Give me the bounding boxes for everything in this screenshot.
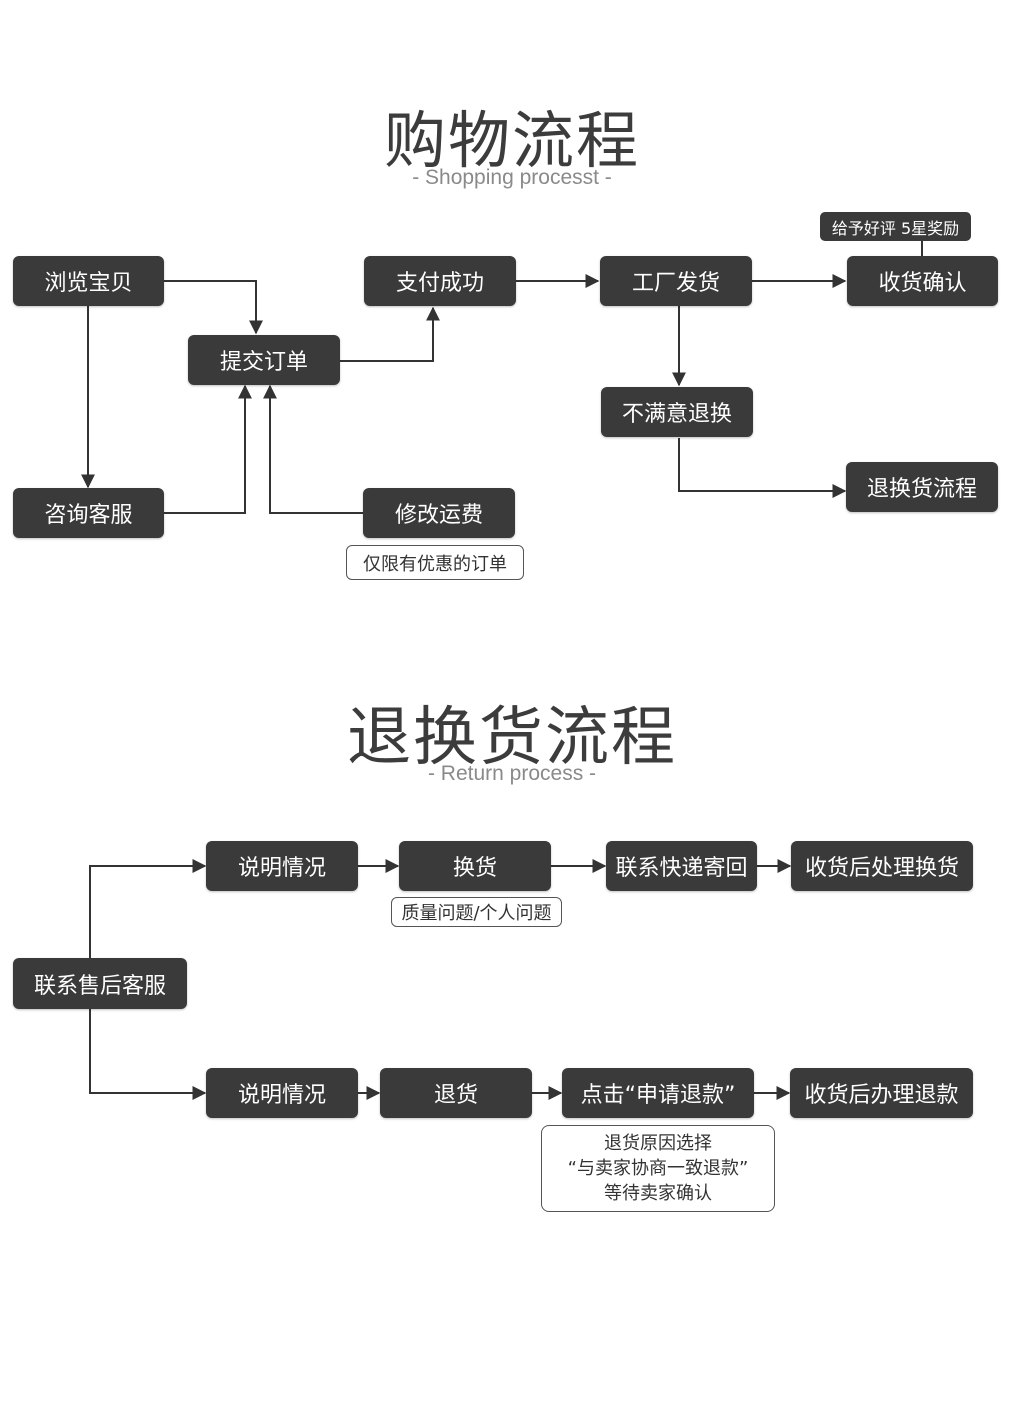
returns-subtitle: - Return process - (427, 762, 597, 785)
note-refund-line: 等待卖家确认 (604, 1183, 712, 1204)
returns-title: 退换货流程 (347, 701, 677, 775)
node-after-receive-exchange: 收货后处理换货 (791, 841, 973, 891)
note-discount-only: 仅限有优惠的订单 (346, 545, 524, 580)
arrow-contact-to-refund-explain (89, 1009, 207, 1100)
arrow-modify-to-submit (263, 384, 363, 514)
shopping-title: 购物流程 (383, 104, 640, 177)
node-consult: 咨询客服 (13, 488, 164, 538)
arrow-consult-to-submit (164, 384, 252, 514)
note-refund-instructions: 退货原因选择 “与卖家协商一致退款” 等待卖家确认 (541, 1125, 775, 1212)
node-submit-order: 提交订单 (188, 335, 340, 385)
node-contact-express: 联系快递寄回 (606, 841, 757, 891)
node-return-flow: 退换货流程 (846, 462, 998, 512)
node-exchange: 换货 (399, 841, 551, 891)
arrow-contact-to-exchange-explain (89, 859, 207, 958)
arrow-submit-to-paid (340, 306, 440, 362)
arrow-browse-to-submit (164, 280, 263, 335)
node-refund: 退货 (380, 1068, 532, 1118)
note-exchange-reason: 质量问题/个人问题 (391, 897, 562, 927)
node-receive-confirm: 收货确认 (847, 256, 998, 306)
note-refund-line: “与卖家协商一致退款” (567, 1158, 749, 1179)
node-factory-ship: 工厂发货 (600, 256, 752, 306)
node-after-receive-refund: 收货后办理退款 (790, 1068, 973, 1118)
node-apply-refund: 点击“申请退款” (562, 1068, 754, 1118)
note-review-reward: 给予好评 5星奖励 (820, 212, 971, 241)
node-contact-service: 联系售后客服 (13, 958, 187, 1009)
node-modify-shipping: 修改运费 (363, 488, 515, 538)
arrow-unsatisfied-to-return (678, 438, 847, 498)
shopping-subtitle: - Shopping processt - (412, 166, 612, 189)
node-refund-explain: 说明情况 (206, 1068, 358, 1118)
node-exchange-explain: 说明情况 (206, 841, 358, 891)
node-browse: 浏览宝贝 (13, 256, 164, 306)
note-refund-line: 退货原因选择 (604, 1133, 712, 1154)
node-unsatisfied-return: 不满意退换 (601, 387, 753, 437)
node-payment-success: 支付成功 (364, 256, 516, 306)
